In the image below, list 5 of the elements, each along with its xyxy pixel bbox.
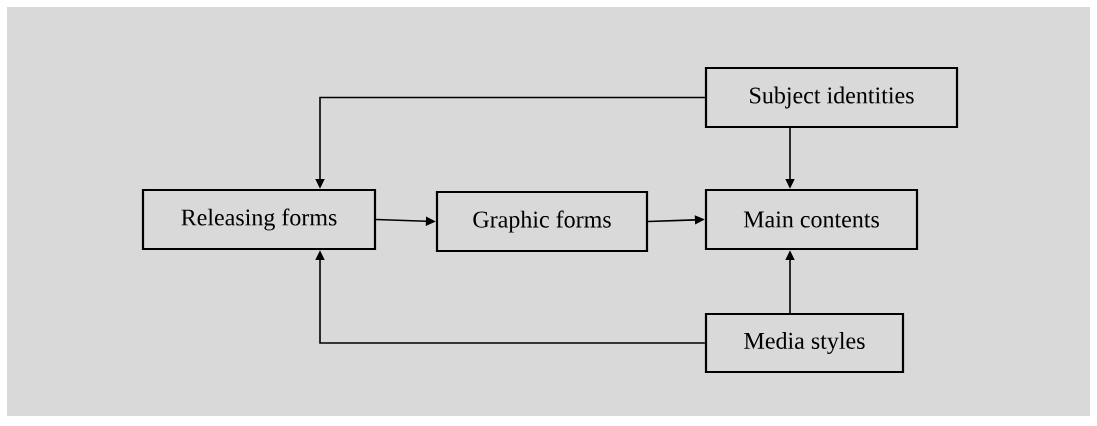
process-box: Media styles (704, 312, 905, 374)
process-box: Main contents (704, 188, 919, 251)
process-box: Releasing forms (141, 188, 377, 251)
process-box: Graphic forms (435, 190, 649, 253)
process-box: Subject identities (704, 66, 959, 129)
